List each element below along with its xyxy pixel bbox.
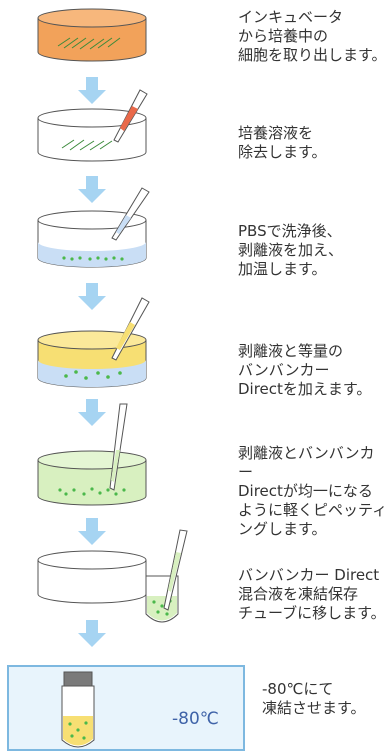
- cells-icon: [61, 139, 113, 151]
- dish-step-1: [37, 8, 147, 62]
- dish-step-3: [37, 187, 150, 268]
- pipette-icon: [109, 403, 128, 491]
- cells-icon: [58, 487, 126, 496]
- arrow-2-3: [78, 176, 106, 203]
- pipette-icon: [111, 297, 150, 361]
- step-1-text: インキュベータ から培養中の 細胞を取り出します。: [238, 8, 387, 64]
- freezer-temperature-label: -80℃: [172, 709, 219, 729]
- arrow-6-7: [78, 620, 106, 647]
- cells-icon: [62, 256, 124, 261]
- arrow-5-6: [78, 518, 106, 545]
- frozen-tube-icon: [61, 671, 95, 748]
- step-6-text: バンバンカー Direct 混合液を凍結保存 チューブに移します。: [238, 566, 386, 622]
- freezer-box: [7, 665, 245, 751]
- dish-step-5: [37, 403, 147, 506]
- step-arrows: [78, 77, 106, 647]
- arrow-4-5: [78, 399, 106, 426]
- pipette-icon: [113, 89, 148, 143]
- step-3-text: PBSで洗浄後、 剥離液を加え、 加温します。: [238, 222, 344, 278]
- dish-step-6: [37, 550, 147, 604]
- pipette-icon: [163, 529, 188, 611]
- step-5-text: 剥離液とバンバンカー Directが均一になる ように軽くピペッティ ングします…: [238, 444, 388, 538]
- step-7-text: -80℃にて 凍結させます。: [262, 680, 366, 717]
- cells-icon: [57, 37, 121, 50]
- cryo-tube-icon: [145, 529, 188, 623]
- pipette-icon: [111, 187, 150, 241]
- arrow-3-4: [78, 283, 106, 310]
- dish-step-4: [37, 297, 150, 388]
- step-2-text: 培養溶液を 除去します。: [238, 124, 327, 161]
- step-4-text: 剥離液と等量の バンバンカー Directを加えます。: [238, 342, 372, 398]
- dish-step-2: [37, 89, 148, 162]
- arrow-1-2: [78, 77, 106, 104]
- cells-icon: [64, 370, 122, 380]
